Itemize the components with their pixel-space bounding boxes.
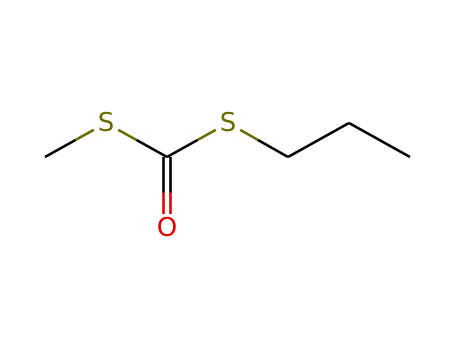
atom-label-o: O [157,213,177,243]
bond-s2-c_propyl_1-half-b [257,138,289,159]
atom-label-s1: S [98,108,115,138]
atom-label-s2: S [220,108,237,138]
bond-c_carbonyl-s2-half-b [196,128,217,142]
bond-c_methyl-s1-half-b [74,128,95,142]
bond-s1-c_carbonyl-half-b [135,138,168,159]
bond-c_propyl_1-c_propyl_2 [287,121,350,159]
bond-c_methyl-s1-half-a [44,138,77,159]
bond-s2-c_propyl_1-half-a [239,128,259,142]
bond-c_carbonyl-s2-half-a [166,138,199,159]
bond-layer [44,121,411,214]
bond-s1-c_carbonyl-half-a [117,128,138,142]
bond-c_propyl_2-c_propyl_3 [348,121,411,159]
atom-label-layer: S O S [98,108,237,243]
